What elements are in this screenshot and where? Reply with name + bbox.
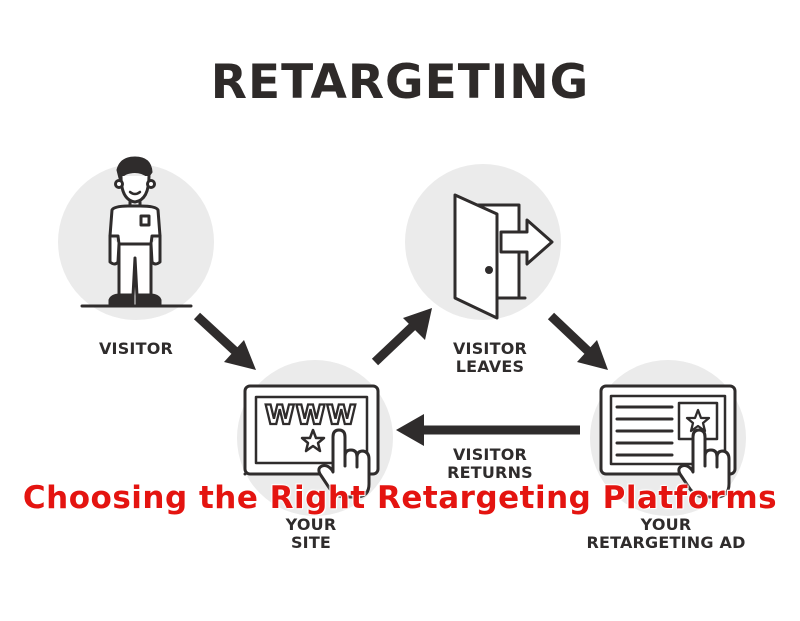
your-site-label: YOUR SITE xyxy=(241,515,381,553)
arrow-ad-to-site xyxy=(396,414,580,446)
hand-cursor-ad-icon xyxy=(677,428,731,499)
overlay-caption: Choosing the Right Retargeting Platforms xyxy=(22,480,778,516)
your-site-line2: SITE xyxy=(290,533,332,553)
visitor-leaves-line2: LEAVES xyxy=(455,357,525,377)
your-site-line1: YOUR xyxy=(285,515,337,534)
arrow-visitor-to-site xyxy=(193,312,256,370)
hand-cursor-icon xyxy=(317,428,371,499)
arrow-site-to-door xyxy=(371,308,432,366)
your-ad-label: YOUR RETARGETING AD xyxy=(566,515,766,553)
your-ad-line1: YOUR xyxy=(640,515,692,534)
visitor-leaves-label: VISITOR LEAVES xyxy=(420,339,560,377)
your-ad-line2: RETARGETING AD xyxy=(586,533,746,553)
visitor-returns-line2: RETURNS xyxy=(447,463,533,483)
diagram-title: RETARGETING xyxy=(210,55,590,110)
www-text: WWW xyxy=(265,400,357,431)
person-icon xyxy=(108,156,162,306)
flow-arrows xyxy=(193,308,608,446)
visitor-label: VISITOR xyxy=(98,339,174,358)
visitor-returns-line1: VISITOR xyxy=(452,445,528,464)
visitor-leaves-line1: VISITOR xyxy=(452,339,528,358)
door-exit-icon xyxy=(453,193,554,320)
visitor-returns-label: VISITOR RETURNS xyxy=(420,445,560,483)
arrow-door-to-ad xyxy=(547,312,608,370)
